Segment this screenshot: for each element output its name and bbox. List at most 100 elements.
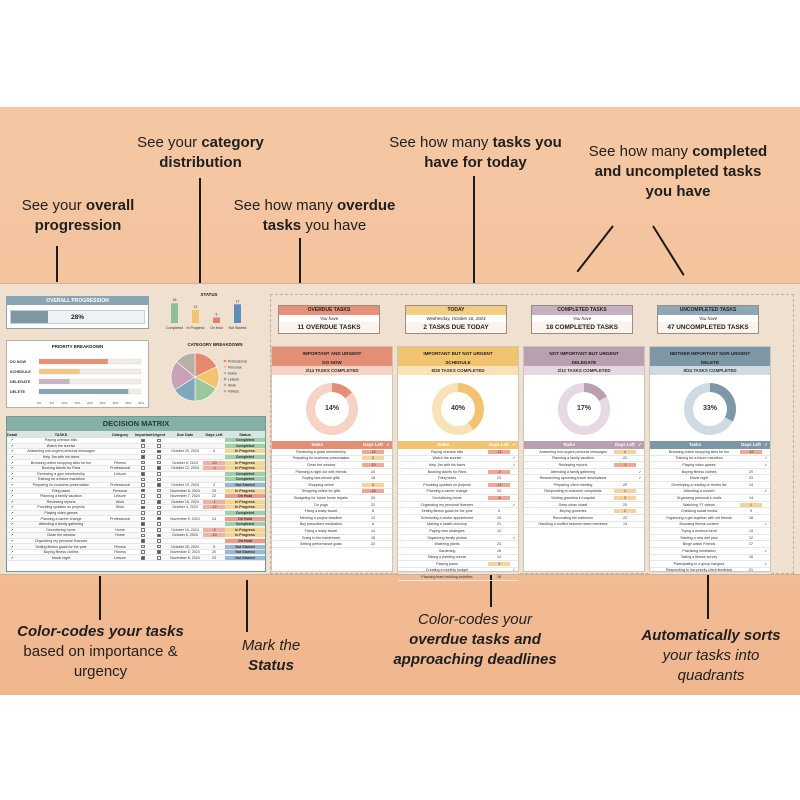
dm-category[interactable]: Home bbox=[115, 533, 125, 538]
dm-urgent-checkbox[interactable] bbox=[151, 449, 167, 454]
list-item[interactable]: ·Clean the window-10 bbox=[272, 462, 392, 469]
dm-detail-icon[interactable]: ↗ bbox=[10, 455, 14, 460]
dm-detail-icon[interactable]: ↗ bbox=[10, 499, 14, 504]
dm-status[interactable]: Completed bbox=[225, 511, 265, 516]
dm-category[interactable]: Professional bbox=[110, 516, 130, 521]
dm-category[interactable]: Fitness bbox=[114, 544, 126, 549]
list-item[interactable]: ·Attending a family gathering✓ bbox=[524, 469, 644, 476]
dm-due-date[interactable]: November 9, 2024 bbox=[170, 516, 200, 521]
dm-due-date[interactable]: October 25, 2024 bbox=[171, 544, 199, 549]
dm-detail-icon[interactable]: ↗ bbox=[10, 544, 14, 549]
dm-status[interactable]: Completed bbox=[225, 443, 265, 448]
dm-urgent-checkbox[interactable] bbox=[151, 494, 167, 499]
dm-status[interactable]: In Progress bbox=[225, 488, 265, 493]
dm-urgent-checkbox[interactable] bbox=[151, 472, 167, 476]
quadrant-task-checkbox[interactable]: ✓ bbox=[764, 456, 768, 461]
dm-due-date[interactable]: October 6, 2024 bbox=[172, 460, 198, 465]
dm-important-checkbox[interactable] bbox=[135, 494, 151, 499]
list-item[interactable]: ·Practicing meditation✓ bbox=[650, 548, 770, 555]
list-item[interactable]: ·Booking tickets for Paris-4 bbox=[398, 469, 518, 476]
dm-category[interactable]: Professional bbox=[110, 483, 130, 488]
quadrant-task-checkbox[interactable]: ✓ bbox=[638, 476, 642, 481]
quadrant-task-checkbox[interactable]: ✓ bbox=[764, 462, 768, 467]
dm-important-checkbox[interactable] bbox=[135, 511, 151, 515]
dm-detail-icon[interactable]: ↗ bbox=[10, 471, 14, 476]
quadrant-task-checkbox[interactable]: ✓ bbox=[512, 456, 516, 461]
quadrant-task-checkbox[interactable]: ✓ bbox=[512, 462, 516, 467]
list-item[interactable]: ·Attending a concert✓ bbox=[650, 489, 770, 496]
list-item[interactable]: ·Organizing family photos✓ bbox=[398, 535, 518, 542]
dm-category[interactable]: Personal bbox=[112, 488, 128, 493]
dm-detail-icon[interactable]: ↗ bbox=[10, 438, 14, 443]
list-item[interactable]: ·Responding to low priority client feedb… bbox=[650, 568, 770, 575]
dm-category[interactable]: Leisure bbox=[114, 494, 126, 499]
dm-detail-icon[interactable]: ↗ bbox=[10, 527, 14, 532]
quadrant-task-checkbox[interactable]: ✓ bbox=[764, 522, 768, 527]
quadrant-task-checkbox[interactable]: ✓ bbox=[764, 561, 768, 566]
dm-important-checkbox[interactable] bbox=[135, 472, 151, 476]
dm-urgent-checkbox[interactable] bbox=[151, 505, 167, 510]
dm-important-checkbox[interactable] bbox=[135, 438, 151, 443]
dm-detail-icon[interactable]: ↗ bbox=[10, 488, 14, 493]
list-item[interactable]: ·Help Jim with his taxes✓ bbox=[398, 462, 518, 469]
list-item[interactable]: ·Creating a monthly budget✓ bbox=[398, 568, 518, 575]
list-item[interactable]: ·Shopping online for gifts-16 bbox=[272, 489, 392, 496]
dm-detail-icon[interactable]: ↗ bbox=[10, 522, 14, 527]
dm-due-date[interactable]: October 10, 2024 bbox=[171, 527, 199, 532]
dm-important-checkbox[interactable] bbox=[135, 516, 151, 521]
dm-detail-icon[interactable]: ↗ bbox=[10, 483, 14, 488]
dm-urgent-checkbox[interactable] bbox=[151, 555, 167, 560]
quadrant-task-checkbox[interactable]: ✓ bbox=[764, 548, 768, 553]
dm-category[interactable]: Work bbox=[115, 505, 125, 510]
dm-status[interactable]: Not Started bbox=[225, 555, 265, 560]
dm-urgent-checkbox[interactable] bbox=[151, 460, 167, 465]
dm-status[interactable]: Completed bbox=[225, 471, 265, 476]
dm-category[interactable]: Home bbox=[115, 527, 125, 532]
dm-detail-icon[interactable]: ↗ bbox=[10, 449, 14, 454]
dm-status[interactable]: In Progress bbox=[225, 533, 265, 538]
dm-urgent-checkbox[interactable] bbox=[151, 483, 167, 487]
dm-status[interactable]: On Hold bbox=[225, 494, 265, 499]
dm-important-checkbox[interactable] bbox=[135, 449, 151, 454]
dm-category[interactable]: Professional bbox=[110, 466, 130, 471]
dm-due-date[interactable]: November 8, 2024 bbox=[170, 488, 200, 493]
dm-detail-icon[interactable]: ↗ bbox=[10, 477, 14, 482]
dm-important-checkbox[interactable] bbox=[135, 455, 151, 459]
dm-detail-icon[interactable]: ↗ bbox=[10, 550, 14, 555]
dm-due-date[interactable]: October 4, 2024 bbox=[172, 505, 198, 510]
dm-important-checkbox[interactable] bbox=[135, 555, 151, 560]
dm-important-checkbox[interactable] bbox=[135, 483, 151, 487]
